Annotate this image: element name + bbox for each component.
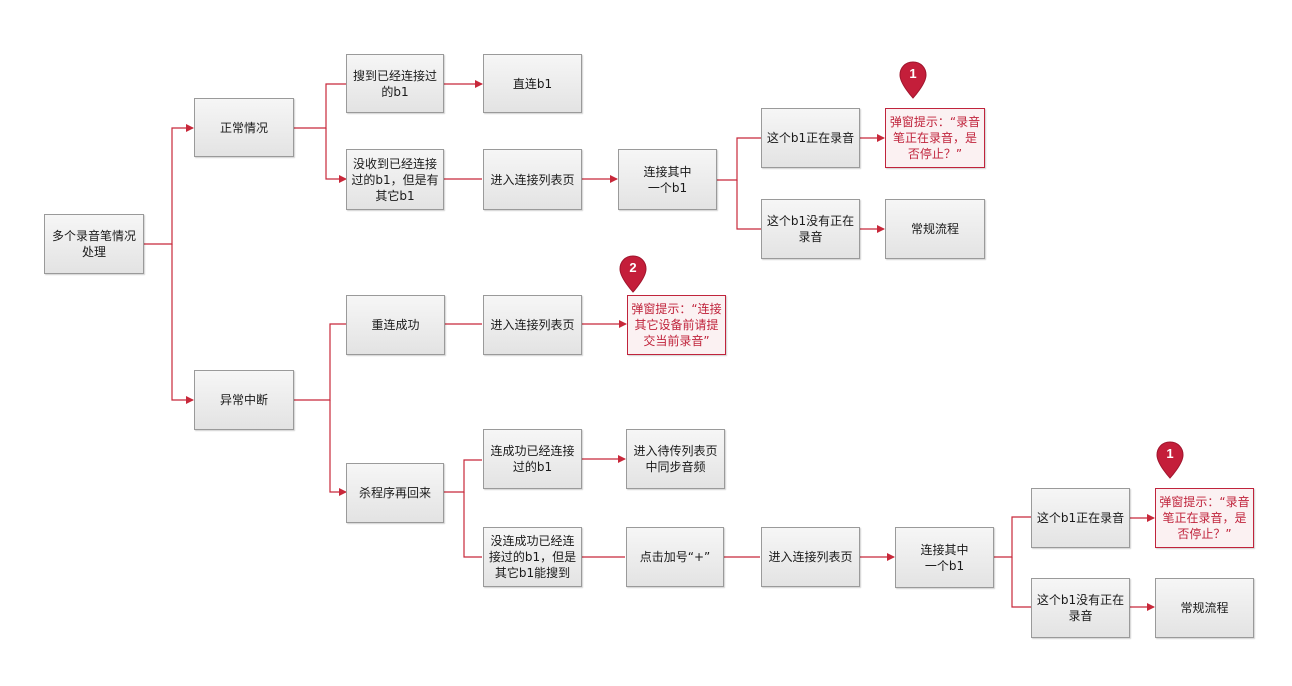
connector-connect2-notrecording — [1011, 557, 1031, 608]
node-enter-list-3: 进入连接列表页 — [761, 527, 860, 587]
node-found-b1: 搜到已经连接过 的b1 — [346, 54, 444, 113]
marker-label-3: 1 — [1166, 446, 1174, 461]
node-recording-2: 这个b1正在录音 — [1031, 488, 1130, 548]
connector-kill-connok — [444, 459, 482, 493]
connector-abnormal-reconnect — [294, 323, 346, 401]
marker-pin-icon-3: 1 — [1155, 441, 1185, 479]
connector-abnormal-kill — [329, 400, 347, 496]
marker-pin-icon-2: 2 — [618, 255, 648, 293]
node-normal-flow-2: 常规流程 — [1155, 578, 1254, 638]
connector-root-normal — [144, 124, 194, 245]
node-normal: 正常情况 — [194, 98, 294, 157]
node-enter-upload: 进入待传列表页 中同步音频 — [626, 429, 725, 489]
marker-pin-icon-1: 1 — [898, 61, 928, 99]
node-reconnect-ok: 重连成功 — [346, 295, 445, 355]
node-popup-3: 弹窗提示：“录音 笔正在录音，是 否停止？” — [1155, 488, 1254, 548]
connector-root-abnormal — [171, 244, 194, 404]
node-root: 多个录音笔情况 处理 — [44, 214, 144, 274]
map-pin-icon — [619, 255, 647, 293]
node-direct-b1: 直连b1 — [483, 54, 582, 113]
marker-label-2: 2 — [629, 260, 637, 275]
connector-normal-notfound — [325, 128, 347, 183]
node-kill-return: 杀程序再回来 — [346, 463, 444, 523]
node-conn-ok: 连成功已经连接 过的b1 — [483, 429, 582, 489]
node-not-recording-2: 这个b1没有正在 录音 — [1031, 578, 1130, 638]
node-connect-one-1: 连接其中 一个b1 — [618, 149, 717, 210]
connector-connect-notrecording — [736, 180, 761, 230]
marker-label-1: 1 — [909, 66, 917, 81]
node-normal-flow-1: 常规流程 — [885, 199, 985, 259]
node-conn-fail: 没连成功已经连 接过的b1，但是 其它b1能搜到 — [483, 527, 582, 587]
map-pin-icon — [1156, 441, 1184, 479]
node-abnormal: 异常中断 — [194, 370, 294, 430]
map-pin-icon — [899, 61, 927, 99]
node-recording-1: 这个b1正在录音 — [761, 108, 860, 168]
node-enter-list-1: 进入连接列表页 — [483, 149, 582, 210]
connector-kill-connfail — [463, 492, 482, 558]
node-click-plus: 点击加号“+” — [626, 527, 724, 587]
node-popup-1: 弹窗提示：“录音 笔正在录音，是 否停止？” — [885, 108, 985, 168]
node-popup-2: 弹窗提示：“连接 其它设备前请提 交当前录音” — [627, 295, 726, 355]
node-not-recording-1: 这个b1没有正在 录音 — [761, 199, 860, 259]
node-enter-list-2: 进入连接列表页 — [483, 295, 582, 355]
node-connect-one-2: 连接其中 一个b1 — [895, 527, 994, 588]
connector-connect2-recording — [994, 516, 1031, 558]
connector-connect-recording — [717, 137, 761, 181]
node-not-found-b1: 没收到已经连接 过的b1，但是有 其它b1 — [346, 149, 444, 210]
connector-normal-found — [294, 83, 346, 129]
